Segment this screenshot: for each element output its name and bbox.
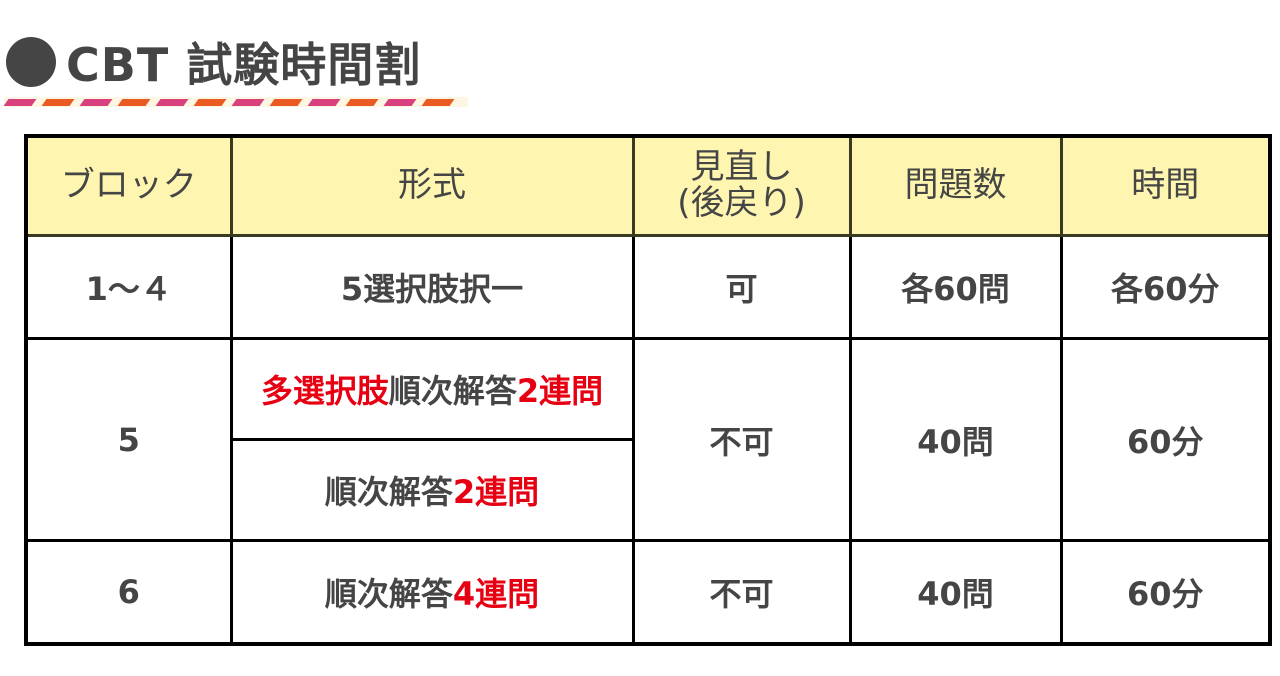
time-cell: 60分 (1059, 539, 1272, 646)
table-row: 6 順次解答4連問 不可 40問 60分 (24, 539, 1272, 646)
section-heading: CBT 試験時間割 (6, 30, 421, 94)
dash-segment (117, 98, 151, 106)
page-title: CBT 試験時間割 (66, 38, 422, 92)
column-header-format: 形式 (229, 134, 635, 237)
dash-segment (269, 98, 303, 106)
dash-segment (3, 98, 37, 106)
table-header-row: ブロック 形式 見直し (後戻り) 問題数 時間 (24, 134, 1272, 237)
column-header-review: 見直し (後戻り) (631, 134, 852, 237)
column-header-time: 時間 (1059, 134, 1272, 237)
questions-cell: 各60問 (848, 234, 1063, 340)
format-text: 順次解答 (324, 575, 453, 613)
column-header-questions: 問題数 (848, 134, 1063, 237)
format-text: 5選択肢択一 (340, 270, 524, 308)
format-cell: 多選択肢順次解答2連問 (229, 337, 635, 441)
block-cell: 1〜４ (24, 234, 233, 340)
dash-segment (79, 98, 113, 106)
review-cell: 可 (631, 234, 852, 340)
format-text-highlight: 2連問 (452, 473, 540, 511)
table-row: 5 多選択肢順次解答2連問 不可 40問 60分 (24, 337, 1272, 542)
format-text-highlight: 4連問 (452, 575, 540, 613)
dash-segment (231, 98, 265, 106)
review-cell: 不可 (631, 337, 852, 542)
dash-segment (383, 98, 417, 106)
review-cell: 不可 (631, 539, 852, 646)
column-header-review-line2: (後戻り) (677, 183, 806, 223)
table-row: 順次解答2連問 (26, 438, 1270, 542)
column-header-block: ブロック (24, 134, 233, 237)
format-text: 順次解答 (388, 372, 517, 410)
questions-cell: 40問 (848, 539, 1063, 646)
format-text-highlight: 2連問 (516, 372, 604, 410)
questions-cell: 40問 (848, 337, 1063, 542)
dash-segment (421, 98, 455, 106)
bullet-circle-icon (6, 37, 56, 87)
format-cell: 5選択肢択一 (229, 234, 635, 340)
cbt-schedule-table: ブロック 形式 見直し (後戻り) 問題数 時間 1〜４ 5選択肢択一 可 各6… (24, 134, 1272, 646)
format-cell: 順次解答2連問 (229, 438, 635, 542)
format-text: 順次解答 (324, 473, 453, 511)
decorative-dashed-underline (3, 97, 468, 107)
format-text-highlight: 多選択肢 (260, 372, 389, 410)
block-cell: 6 (24, 539, 233, 646)
table-row: 1〜４ 5選択肢択一 可 各60問 各60分 (24, 234, 1272, 340)
format-cell: 順次解答4連問 (229, 539, 635, 646)
time-cell: 60分 (1059, 337, 1272, 542)
column-header-review-line1: 見直し (690, 147, 793, 188)
dash-segment (41, 98, 75, 106)
dash-segment (193, 98, 227, 106)
block-cell: 5 (24, 337, 233, 542)
dash-segment (155, 98, 189, 106)
dash-segment (345, 98, 379, 106)
time-cell: 各60分 (1059, 234, 1272, 340)
dash-segment (307, 98, 341, 106)
